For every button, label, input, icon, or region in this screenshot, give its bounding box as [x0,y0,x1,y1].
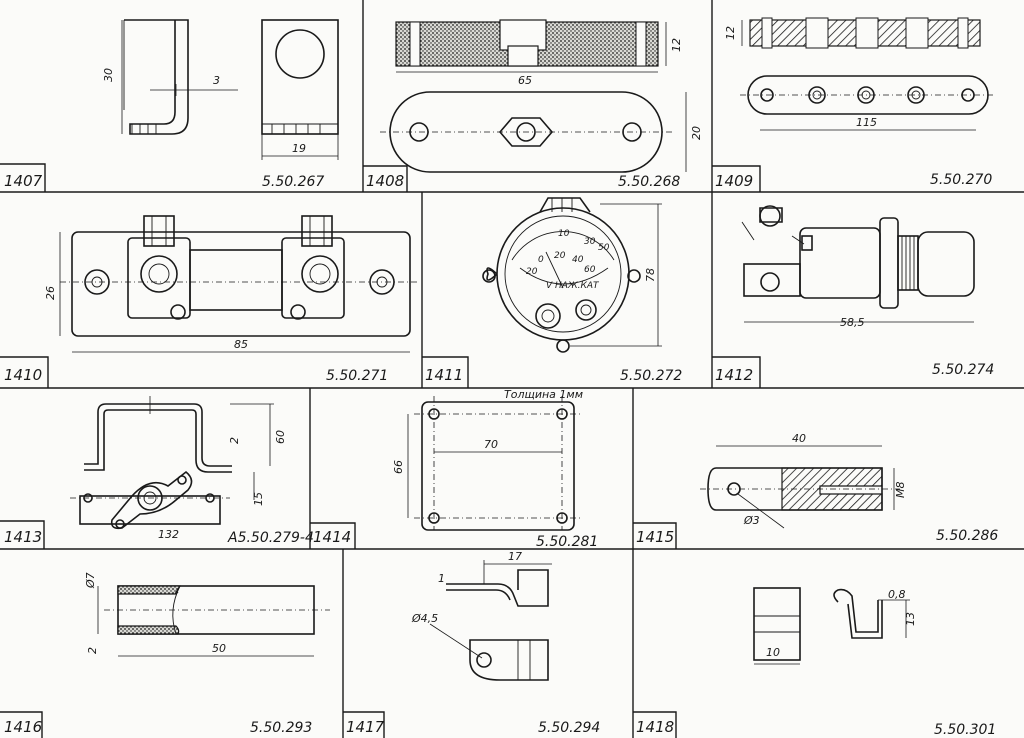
dim-1412-length: 58,5 [840,316,865,329]
part-code-1418: 5.50.301 [934,722,996,738]
drawing-1417 [429,560,552,681]
drawing-1416 [97,585,330,657]
dim-1413-length: 132 [158,528,179,541]
dim-1417-hole: Ø4,5 [411,612,438,625]
part-code-1408: 5.50.268 [618,174,680,190]
dial-scale-60: 60 [584,265,596,275]
part-code-1412: 5.50.274 [932,362,994,378]
note-1414-thickness: Толщина 1мм [504,388,583,401]
dial-label: V НАЖ.КАТ [546,281,600,291]
dim-1413-height: 60 [274,430,287,444]
drawing-1408 [380,19,687,173]
panel-number-1417: 1417 [346,718,385,736]
dim-1418-height: 13 [904,612,917,626]
dial-scale-50: 50 [598,243,610,253]
dim-1417-length: 17 [508,550,522,563]
dim-1413-thickness: 2 [228,437,241,444]
part-code-1407: 5.50.267 [262,174,324,190]
dim-1416-diameter: Ø7 [84,572,97,589]
dim-1414-height: 66 [392,460,405,474]
dim-1410-height: 26 [44,286,57,300]
part-code-1415: 5.50.286 [936,528,998,544]
panel-number-1412: 1412 [715,366,753,384]
panel-number-1418: 1418 [636,718,674,736]
part-code-1416: 5.50.293 [250,720,312,736]
dim-1408-width: 20 [690,126,703,140]
dial-scale-10: 10 [558,229,570,239]
drawing-1415 [700,445,900,529]
drawing-1414 [407,396,582,531]
panel-number-1410: 1410 [4,366,42,384]
dial-scale-minus20: 20 [526,267,538,277]
drawing-1412 [741,205,975,323]
part-code-1409: 5.50.270 [930,172,992,188]
dim-1416-wall: 2 [86,647,99,654]
part-code-1417: 5.50.294 [538,720,600,736]
part-code-1411: 5.50.272 [620,368,682,384]
panel-number-1415: 1415 [636,528,674,546]
dim-1415-thread: M8 [894,482,907,499]
dim-1408-length: 65 [518,74,532,87]
dim-1415-length: 40 [792,432,806,445]
dim-1417-thickness: 1 [438,572,445,585]
dim-1416-length: 50 [212,642,226,655]
dim-1414-width: 70 [484,438,498,451]
panel-number-1409: 1409 [715,172,753,190]
dim-1413-offset: 15 [252,492,265,506]
dim-1418-thickness: 0,8 [888,588,906,601]
panel-number-1413: 1413 [4,528,42,546]
dim-1409-length: 115 [856,116,877,129]
drawing-1413 [70,396,274,530]
dim-1415-hole: Ø3 [743,514,760,527]
part-code-1413: А5.50.279-4 [227,530,314,546]
dim-1407-height: 30 [102,68,115,82]
dim-1407-width: 19 [292,142,306,155]
part-code-1410: 5.50.271 [326,368,388,384]
dial-scale-30: 30 [584,237,596,247]
drawing-1407 [121,19,339,160]
drawing-1409 [740,17,996,131]
dim-1410-length: 85 [234,338,248,351]
dim-1408-thickness: 12 [670,38,683,52]
panel-number-1411: 1411 [425,366,463,384]
part-code-1414: 5.50.281 [536,534,598,550]
panel-number-1408: 1408 [366,172,404,190]
dial-scale-20: 20 [554,251,566,261]
dial-scale-40: 40 [572,255,584,265]
panel-number-1414: 1414 [313,528,351,546]
dial-scale-0: 0 [538,255,544,265]
dim-1411-height: 78 [644,268,657,282]
dim-1418-width: 10 [766,646,780,659]
drawing-1410 [59,215,420,353]
dim-1409-thickness: 12 [724,26,737,40]
panel-number-1416: 1416 [4,718,42,736]
panel-number-1407: 1407 [4,172,43,190]
drawing-1411 [482,197,662,353]
dim-1407-thickness: 3 [213,74,220,87]
drawing-1418 [753,587,910,665]
